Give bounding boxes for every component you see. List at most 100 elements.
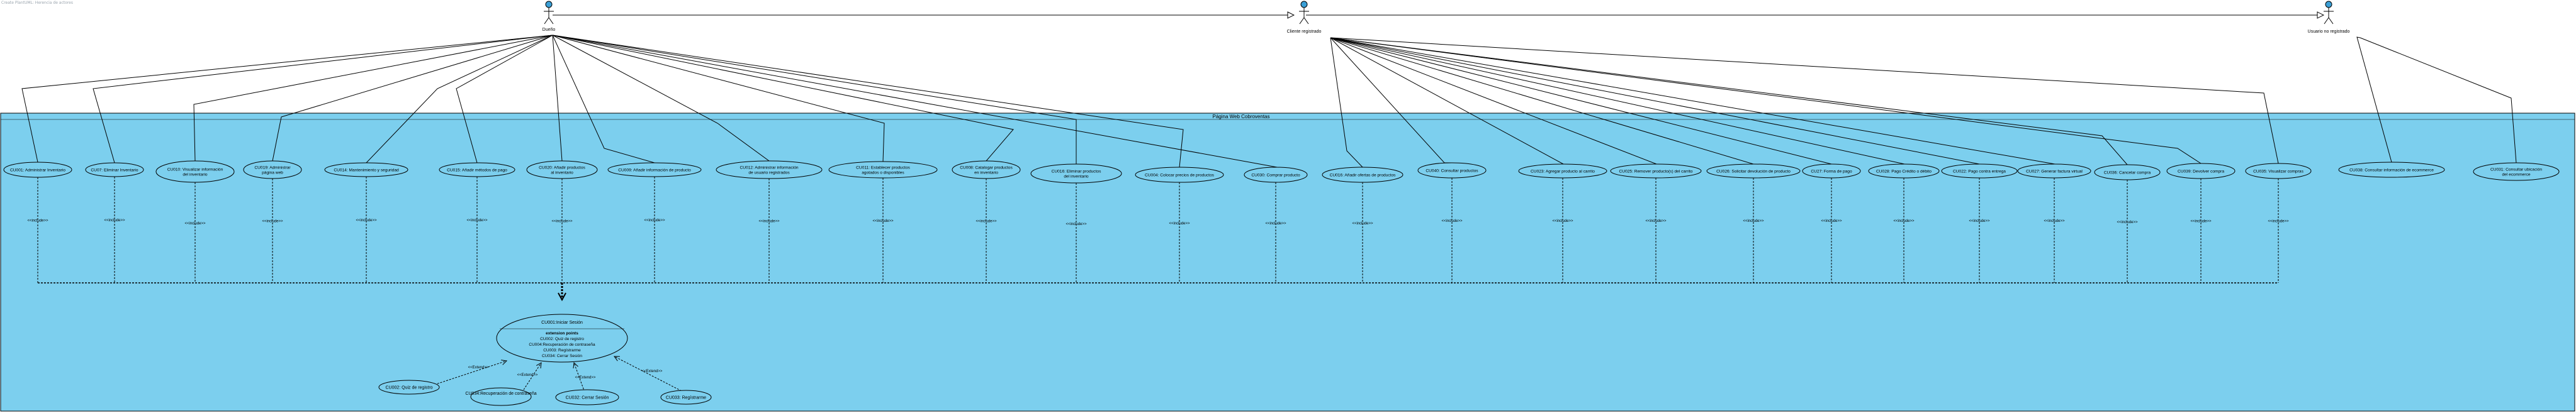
actor-usuario-label: Usuario no registrado [2308, 30, 2350, 34]
association-line [552, 35, 885, 162]
usecase-label: CU016: Eliminar productos [1052, 170, 1101, 174]
usecase-cu036[interactable]: CU036: Cancelar compra [2094, 164, 2161, 180]
include-label: <<include>> [356, 219, 377, 223]
usecase-label: CU008: Catalogar productos [960, 166, 1013, 170]
usecase-label: CU027: Generar factura virtual [2026, 170, 2083, 174]
usecase-cu030[interactable]: CU030: Comprar producto [1244, 167, 1308, 183]
usecase-label: CU026: Solicitar devolución de producto [1716, 170, 1791, 174]
usecase-label: CU004: Colocar precios de productos [1145, 173, 1215, 178]
usecase-label: página web [262, 171, 283, 175]
association-line [1330, 37, 1754, 165]
include-label: <<include>> [758, 220, 780, 224]
usecase-label: en inventario [974, 171, 998, 175]
usecase-label: CU039: Devolver compra [2178, 170, 2224, 174]
actor-usuario-no-registrado[interactable]: Usuario no registrado [2308, 1, 2350, 34]
usecase-label: CU014: Mantenimiento y seguridad [334, 168, 399, 173]
association-line [193, 35, 553, 162]
usecase-cu039[interactable]: CU039: Devolver compra [2166, 163, 2236, 179]
include-label: <<include>> [1169, 222, 1190, 226]
usecase-label: CU030: Comprar producto [1251, 173, 1300, 178]
system-boundary [0, 113, 2575, 412]
usecase-cu038[interactable]: CU038: Consultar información de ecommerc… [2338, 162, 2445, 178]
association-line [552, 35, 655, 163]
usecase-cu015[interactable]: CU015: Añadir métodos de pago [439, 162, 515, 177]
include-label: <<include>> [1552, 219, 1573, 223]
usecase-label: CU019: Administrar [254, 166, 291, 170]
include-label: <<include>> [2117, 221, 2138, 224]
usecase-label: CU022: Pago contra entrega [1953, 170, 2006, 174]
usecase-label: CU27: Forma de pago [1811, 170, 1852, 174]
association-line [21, 35, 553, 163]
association-line [1330, 37, 2128, 165]
include-label: <<include>> [1441, 219, 1463, 223]
usecase-label: de usuario registrados [748, 171, 790, 175]
include-label: <<include>> [1066, 223, 1087, 226]
usecase-cu001[interactable]: CU001: Administrar Inventario [3, 162, 72, 178]
usecase-cu023[interactable]: CU023: Agregar producto al carrito [1518, 163, 1607, 179]
svg-text:CU032: Cerrar Sesión: CU032: Cerrar Sesión [566, 396, 609, 400]
association-line [552, 35, 1014, 162]
association-line [552, 35, 563, 162]
usecase-cu040[interactable]: CU040: Consultar productos [1417, 162, 1487, 179]
usecase-extension-registrarme[interactable]: CU033: Regístrarme [660, 390, 712, 405]
svg-text:CU002: Quiz de registro: CU002: Quiz de registro [385, 386, 432, 390]
usecase-label: CU015: Añadir métodos de pago [447, 168, 507, 173]
association-line [366, 35, 553, 163]
include-label: <<include>> [1821, 219, 1842, 223]
actor-head-icon [1300, 1, 1308, 8]
usecase-cu07[interactable]: CU07: Eliminar Inventario [85, 162, 144, 177]
usecase-cu025[interactable]: CU025: Remover producto(s) del carrito [1610, 163, 1702, 179]
usecase-extension-cerrar-sesion[interactable]: CU032: Cerrar Sesión [555, 389, 619, 405]
actor-cliente-label: Cliente registrado [1287, 30, 1322, 34]
usecase-label: CU031: Consultar ubicación [2490, 168, 2542, 172]
usecase-label: agotados o disponibles [862, 171, 904, 175]
usecase-cu027[interactable]: CU027: Generar factura virtual [2017, 163, 2091, 179]
usecase-cu022[interactable]: CU022: Pago contra entrega [1941, 163, 2018, 179]
usecase-label: al inventario [551, 171, 573, 175]
association-line [456, 35, 553, 163]
usecase-cu026[interactable]: CU026: Solicitar devolución de producto [1706, 163, 1801, 179]
usecase-label: CU040: Consultar productos [1426, 169, 1478, 173]
include-label: <<include>> [1645, 219, 1667, 223]
usecase-cu004[interactable]: CU004: Colocar precios de productos [1135, 167, 1224, 183]
login-title: CU001:Iniciar Sesión [541, 321, 583, 325]
association-line [1330, 37, 1980, 165]
extend-relations: <<Extend>> <<Extend>> <<Extend>> <<Exten… [434, 356, 682, 393]
association-line [1330, 37, 2279, 164]
include-label: <<include>> [2044, 219, 2065, 223]
include-label: <<include>> [1265, 222, 1286, 226]
usecase-label: CU038: Consultar información de ecommerc… [2349, 168, 2434, 173]
usecase-label: CU07: Eliminar Inventario [91, 168, 138, 173]
extension-point-3: CU003: Regístrarme [543, 348, 581, 353]
include-label: <<include>> [872, 219, 894, 223]
usecase-cu009[interactable]: CU009: Añadir información de producto [607, 162, 702, 177]
usecase-label: CU020: Añadir productos [539, 166, 585, 170]
usecase-cu014[interactable]: CU014: Mantenimiento y seguridad [324, 162, 408, 177]
usecase-extension-recuperacion[interactable]: CU034:Recuperación de contraseña [465, 387, 537, 406]
usecase-cu27[interactable]: CU27: Forma de pago [1802, 163, 1861, 179]
usecase-cu035[interactable]: CU035: Visualizar compras [2245, 163, 2312, 179]
usecase-cu028[interactable]: CU028: Pago Crédito o débito [1868, 163, 1940, 179]
include-label: <<include>> [976, 220, 997, 224]
actor-cliente-registrado[interactable]: Cliente registrado [1287, 1, 1322, 34]
actor-dueno[interactable]: Dueño [543, 1, 556, 32]
usecase-login[interactable]: CU001:Iniciar Sesión extension points CU… [496, 314, 628, 363]
usecase-label: CU023: Agregar producto al carrito [1531, 170, 1595, 174]
include-label: <<include>> [1352, 222, 1373, 226]
association-line [1330, 37, 1832, 165]
usecase-label: CU012: Administrar información [740, 166, 798, 170]
usecase-cu016[interactable]: CU016: Añadir ofertas de productos [1322, 167, 1403, 183]
include-label: <<include>> [466, 219, 488, 223]
include-label: <<include>> [27, 219, 48, 223]
usecase-extension-quiz[interactable]: CU002: Quiz de registro [378, 380, 440, 395]
svg-text:CU033: Regístrarme: CU033: Regístrarme [666, 396, 706, 400]
